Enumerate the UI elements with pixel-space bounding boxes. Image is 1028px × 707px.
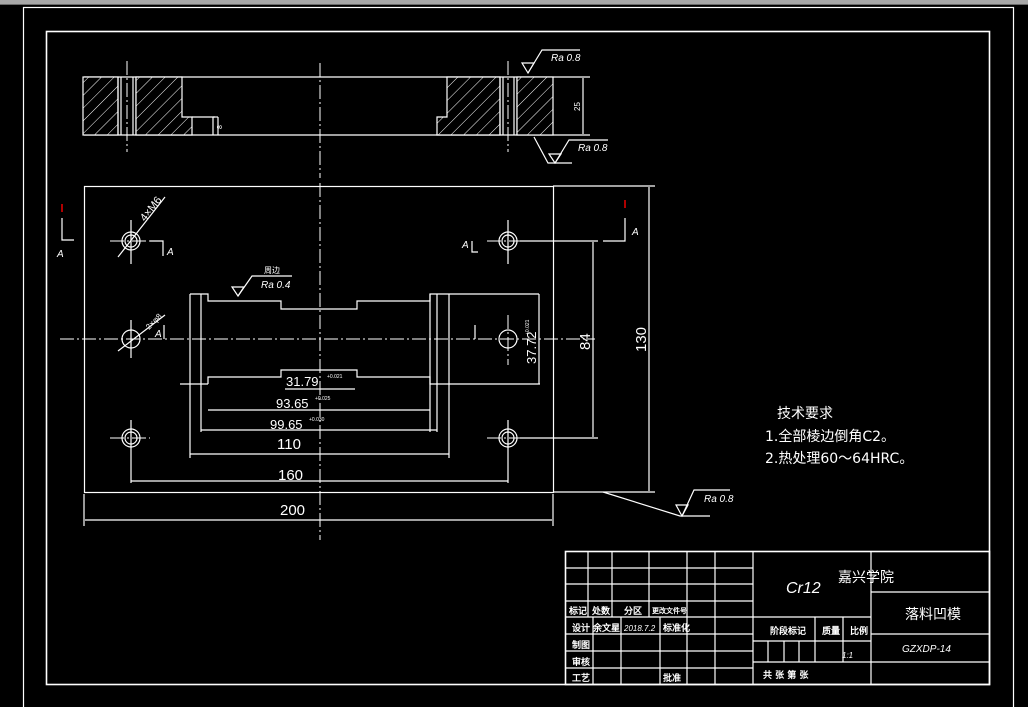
tb-sheets: 共 张 第 张 [763, 669, 809, 681]
cavity-bottom-profile [207, 369, 540, 385]
section-marker-label: A [631, 227, 639, 238]
title-block-frame [564, 550, 991, 686]
tb-date: 2018.7.2 [623, 624, 656, 633]
part-name: 落料凹模 [905, 607, 961, 623]
roughness-top-label: Ra 0.8 [551, 53, 581, 64]
roughness-symbol [230, 286, 246, 298]
hatch-block [82, 76, 119, 136]
tech-req-item-2: 2.热处理60～64HRC。 [765, 451, 913, 467]
hatch-block [135, 76, 193, 136]
dim-height-25: 25 [573, 102, 582, 111]
section-marker-label: A [166, 247, 174, 258]
dim-31-79-tol: +0.021 [327, 374, 343, 380]
hole-bottom-left [110, 420, 150, 483]
tb-standardize: 标准化 [662, 622, 690, 634]
tb-zone: 分区 [624, 605, 642, 617]
dim-84: 84 [577, 333, 594, 350]
tb-draw: 制图 [572, 639, 590, 651]
dim-37-72-tol: +0.021 [525, 319, 531, 335]
dim-99-65: 99.65 [270, 417, 303, 432]
section-marker-line [603, 218, 626, 242]
pin-hole-right [498, 315, 518, 365]
title-block: 标记 处数 分区 更改文件号 设计 余文星 2018.7.2 标准化 制图 审核… [564, 550, 991, 686]
hole-top-right [487, 220, 530, 264]
tb-approve: 批准 [663, 672, 681, 684]
hatch-block [516, 76, 554, 136]
inner-drawing-frame [45, 30, 991, 686]
dim-160: 160 [278, 467, 303, 484]
roughness-leader [681, 489, 730, 517]
roughness-leader [602, 491, 710, 517]
school-name: 嘉兴学院 [838, 570, 894, 586]
plan-view: 4×M6 2×φ8 A A A A A 周边 Ra 0.4 31.79 [56, 183, 734, 540]
dim-93-65: 93.65 [276, 396, 309, 411]
section-marker-line [150, 240, 164, 256]
window-top-bar [0, 0, 1028, 5]
dim-31-79: 31.79 [286, 374, 319, 389]
section-view: 8 25 Ra 0.8 Ra 0.8 [82, 49, 608, 178]
threaded-hole-label: 4×M6 [138, 195, 165, 224]
technical-requirements: 技术要求 1.全部棱边倒角C2。 2.热处理60～64HRC。 [765, 406, 913, 467]
tb-mark: 标记 [568, 605, 587, 617]
outer-roughness-label: Ra 0.8 [704, 494, 734, 505]
tb-designer: 余文星 [592, 622, 620, 634]
dim-130: 130 [633, 327, 650, 352]
tech-req-item-1: 1.全部棱边倒角C2。 [765, 428, 895, 445]
section-marker-label: A [461, 240, 469, 251]
cavity-roughness-label: Ra 0.4 [261, 280, 291, 291]
roughness-leader [533, 136, 572, 164]
tb-review: 审核 [572, 656, 590, 668]
roughness-bottom-label: Ra 0.8 [578, 143, 608, 154]
roughness-symbol [520, 62, 536, 75]
tech-req-title: 技术要求 [777, 406, 833, 422]
section-marker-label: A [56, 249, 64, 260]
pin-hole-left [121, 320, 141, 358]
cavity-note: 周边 [264, 265, 280, 275]
hole-leader [117, 196, 166, 258]
hole-leader [117, 314, 166, 352]
dim-99-65-tol: +0.030 [309, 417, 325, 423]
tb-change-doc: 更改文件号 [652, 606, 687, 615]
tb-stage-mark: 阶段标记 [770, 625, 806, 637]
drawing-number: GZXDP-14 [902, 644, 951, 655]
dim-93-65-tol: +0.025 [315, 396, 331, 402]
tb-process: 工艺 [572, 672, 590, 684]
dim-200: 200 [280, 502, 305, 519]
tb-ratio: 比例 [850, 625, 868, 637]
dim-110: 110 [277, 436, 301, 453]
outer-sheet-border [22, 6, 1015, 707]
roughness-leader [237, 275, 292, 297]
hole-top-left [110, 220, 150, 264]
section-marker-line [471, 241, 478, 253]
tb-design: 设计 [572, 622, 590, 634]
section-marker-label: A [154, 329, 162, 340]
tb-weight: 质量 [822, 625, 840, 637]
roughness-leader [527, 49, 580, 74]
dim-step-8: 8 [217, 125, 224, 129]
material-label: Cr12 [786, 580, 821, 597]
hole-bottom-right [487, 420, 530, 483]
scale-value: 1:1 [842, 651, 853, 660]
hatch-block [436, 76, 501, 136]
cavity-top-profile [190, 293, 539, 310]
section-marker-line [61, 218, 74, 241]
roughness-leader [554, 139, 608, 164]
tb-count: 处数 [591, 605, 611, 617]
dim-37-72: 37.72 [524, 331, 539, 364]
